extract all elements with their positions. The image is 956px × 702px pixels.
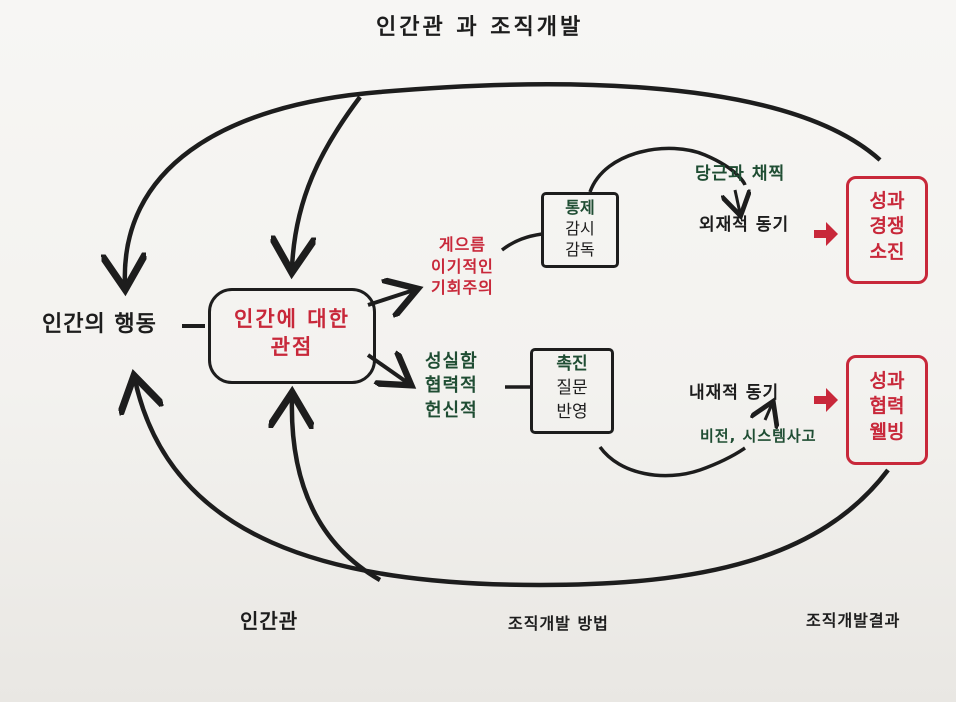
lower-trait-2: 협력적 (425, 375, 478, 397)
control-box: 통제 감시 감독 (541, 192, 619, 268)
footer-dev-method: 조직개발 방법 (508, 614, 609, 633)
lower-trait-3: 헌신적 (425, 399, 478, 421)
upper-result-3: 소진 (869, 240, 905, 263)
view-to-upper-arrow (367, 290, 414, 305)
promote-item-1: 촉진 (556, 354, 588, 374)
human-behavior-label: 인간의 행동 (42, 312, 157, 337)
upper-trait-3: 기회주의 (431, 278, 494, 298)
lower-red-arrow (814, 388, 838, 412)
human-view-line1: 인간에 대한 (234, 307, 350, 331)
lower-result-3: 웰빙 (869, 420, 905, 443)
upper-red-arrow (814, 222, 838, 246)
page-title: 인간관 과 조직개발 (376, 15, 584, 40)
promote-box: 촉진 질문 반영 (530, 348, 614, 434)
bottom-feedback-arc (135, 380, 890, 588)
vision-to-intrinsic-arrow (765, 404, 772, 420)
control-item-1: 통제 (565, 198, 595, 217)
carrot-and-stick-label: 당근과 채찍 (695, 164, 786, 184)
upper-traits: 게으름 이기적인 기회주의 (431, 234, 494, 299)
bottom-branch-arrow (292, 397, 382, 582)
upper-traits-to-box-line (500, 232, 543, 252)
upper-box-curve (588, 146, 747, 193)
lower-result-2: 협력 (869, 395, 905, 418)
top-feedback-arc (125, 82, 882, 285)
footer-dev-result: 조직개발결과 (806, 611, 901, 630)
control-item-2: 감시 (565, 218, 595, 238)
lower-result-box: 성과 협력 웰빙 (846, 355, 928, 465)
promote-item-2: 질문 (556, 377, 588, 398)
carrot-to-extrinsic-arrow (735, 190, 740, 213)
upper-result-box: 성과 경쟁 소진 (846, 176, 928, 284)
lower-traits: 성실함 협력적 헌신적 (425, 350, 478, 423)
human-view-box: 인간에 대한 관점 (208, 288, 376, 384)
upper-result-2: 경쟁 (869, 215, 905, 238)
upper-trait-1: 게으름 (438, 235, 487, 254)
vision-systems-label: 비전, 시스템사고 (700, 427, 817, 445)
human-view-line2: 관점 (270, 335, 314, 360)
lower-box-curve (598, 445, 746, 478)
intrinsic-motivation-label: 내재적 동기 (689, 383, 780, 403)
promote-item-3: 반영 (556, 401, 588, 422)
extrinsic-motivation-label: 외재적 동기 (699, 215, 790, 235)
top-branch-arrow (292, 95, 362, 268)
lower-result-1: 성과 (869, 370, 905, 392)
upper-trait-2: 이기적인 (431, 256, 494, 276)
upper-result-1: 성과 (869, 190, 905, 212)
control-item-3: 감독 (565, 239, 595, 259)
footer-human-view: 인간관 (240, 609, 299, 633)
lower-trait-1: 성실함 (425, 351, 478, 372)
